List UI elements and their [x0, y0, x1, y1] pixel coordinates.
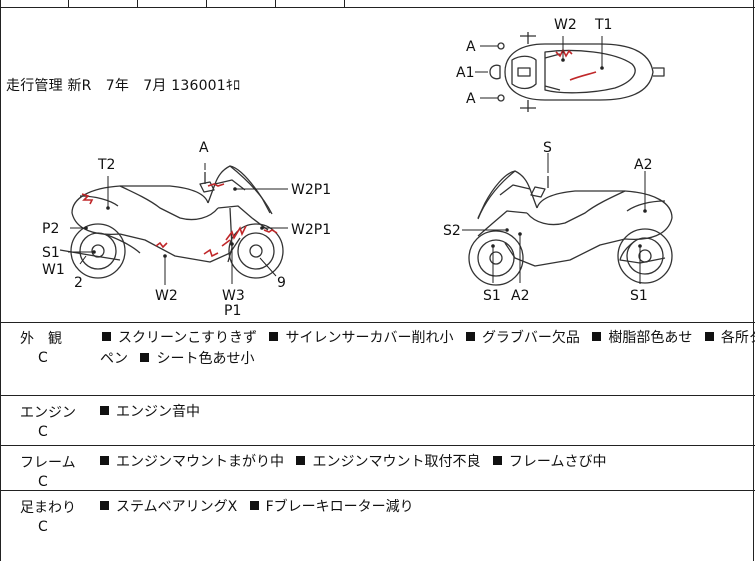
- label-right-s2: S2: [443, 223, 461, 239]
- section-exterior-items: スクリーンこすりきず サイレンサーカバー削れ小 グラブバー欠品 樹脂部色あせ 各…: [100, 328, 755, 370]
- damage-marks: [81, 48, 597, 258]
- label-left-w2p1-upper: W2P1: [291, 182, 331, 198]
- label-left-w2p1-lower: W2P1: [291, 222, 331, 238]
- label-left-w2: W2: [155, 288, 178, 304]
- label-right-a2-upper: A2: [634, 157, 652, 173]
- top-table-stub: [0, 0, 755, 8]
- label-top-w2: W2: [554, 17, 577, 33]
- section-grade: C: [38, 474, 48, 490]
- bullet-square-icon: [100, 456, 109, 465]
- left-side-view: [59, 165, 284, 279]
- label-right-s1-rear: S1: [630, 288, 648, 304]
- label-left-s1: S1: [42, 245, 60, 261]
- section-name: エンジン: [20, 405, 76, 421]
- mileage-note: 走行管理 新R 7年 7月 136001ｷﾛ: [6, 78, 241, 94]
- label-right-a2-lower: A2: [511, 288, 529, 304]
- items-line: エンジン音中: [100, 402, 745, 423]
- leader-dots: [84, 58, 647, 258]
- diagram-area: 走行管理 新R 7年 7月 136001ｷﾛ: [0, 8, 755, 323]
- bullet-square-icon: [102, 332, 111, 341]
- scooter-diagram: A A1 A W2 T1 A T2 W2P1 W2P1 P2 S1 W1 2 W…: [42, 17, 673, 319]
- section-name: フレーム: [20, 455, 76, 471]
- label-right-s: S: [543, 140, 552, 156]
- bullet-square-icon: [704, 332, 714, 341]
- bullet-square-icon: [465, 332, 475, 341]
- label-left-t2: T2: [97, 157, 115, 173]
- section-engine: エンジン C エンジン音中: [0, 396, 755, 446]
- bullet-square-icon: [269, 332, 279, 341]
- bullet-square-icon: [100, 406, 109, 415]
- items-line: エンジンマウントまがり中 エンジンマウント取付不良 フレームさび中: [100, 452, 745, 473]
- bullet-square-icon: [100, 501, 109, 510]
- section-name: 外 観: [20, 331, 62, 347]
- items-line: ステムベアリングX Fブレーキローター減り: [100, 497, 745, 518]
- label-left-p1: P1: [224, 303, 241, 319]
- bullet-square-icon: [296, 456, 306, 465]
- label-left-w3: W3: [222, 288, 245, 304]
- label-left-2: 2: [74, 275, 83, 291]
- bullet-square-icon: [492, 456, 502, 465]
- label-top-a-upper: A: [466, 39, 476, 55]
- leader-lines: [68, 36, 646, 285]
- bullet-square-icon: [249, 501, 259, 510]
- items-line: スクリーンこすりきず サイレンサーカバー削れ小 グラブバー欠品 樹脂部色あせ 各…: [102, 328, 755, 349]
- right-side-view: [468, 170, 673, 286]
- top-view: [489, 32, 665, 112]
- section-frame-items: エンジンマウントまがり中 エンジンマウント取付不良 フレームさび中: [100, 452, 745, 473]
- label-top-t1: T1: [594, 17, 612, 33]
- label-top-a-lower: A: [466, 91, 476, 107]
- section-suspension-items: ステムベアリングX Fブレーキローター減り: [100, 497, 745, 518]
- label-right-s1-front: S1: [483, 288, 501, 304]
- section-engine-items: エンジン音中: [100, 402, 745, 423]
- label-left-9: 9: [277, 275, 286, 291]
- label-left-p2: P2: [42, 221, 59, 237]
- bullet-square-icon: [592, 332, 602, 341]
- label-left-a: A: [199, 140, 209, 156]
- section-frame: フレーム C エンジンマウントまがり中 エンジンマウント取付不良 フレームさび中: [0, 446, 755, 491]
- section-suspension: 足まわり C ステムベアリングX Fブレーキローター減り: [0, 491, 755, 561]
- items-line: ペン シート色あせ小: [100, 351, 255, 367]
- label-left-w1: W1: [42, 262, 65, 278]
- section-name: 足まわり: [20, 500, 76, 516]
- section-grade: C: [38, 424, 48, 440]
- label-top-a1: A1: [456, 65, 474, 81]
- section-grade: C: [38, 519, 48, 535]
- section-grade: C: [38, 350, 48, 366]
- section-exterior: 外 観 C スクリーンこすりきず サイレンサーカバー削れ小 グラブバー欠品 樹脂…: [0, 322, 755, 396]
- bullet-square-icon: [140, 353, 150, 362]
